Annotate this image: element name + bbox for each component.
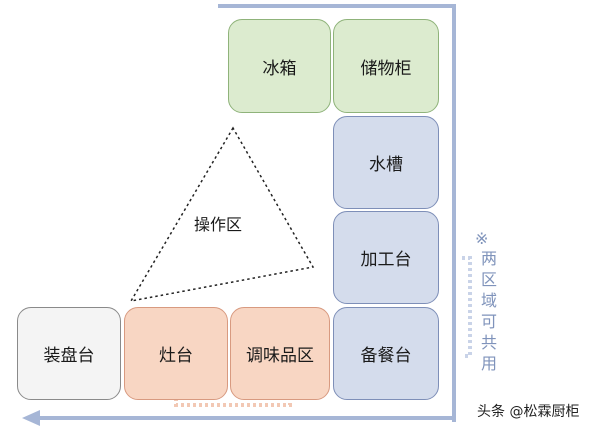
plating-counter-zone: 装盘台 [17, 307, 121, 400]
guide-line-top [218, 4, 456, 8]
storage-cabinet-zone: 储物柜 [333, 19, 439, 113]
work-triangle-label: 操作区 [194, 215, 243, 234]
stove-zone: 灶台 [124, 307, 228, 400]
seasoning-area-zone: 调味品区 [230, 307, 330, 400]
note-mark: ※ [475, 229, 489, 248]
serving-counter-zone: 备餐台 [333, 307, 439, 400]
fridge-zone: 冰箱 [228, 19, 331, 113]
sink-zone: 水槽 [333, 116, 439, 209]
shared-zone-note: 两区域可共用 [478, 250, 497, 376]
watermark: 头条 @松霖厨柜 [477, 404, 580, 420]
prep-counter-zone: 加工台 [333, 211, 439, 304]
guide-line-right [452, 4, 456, 422]
